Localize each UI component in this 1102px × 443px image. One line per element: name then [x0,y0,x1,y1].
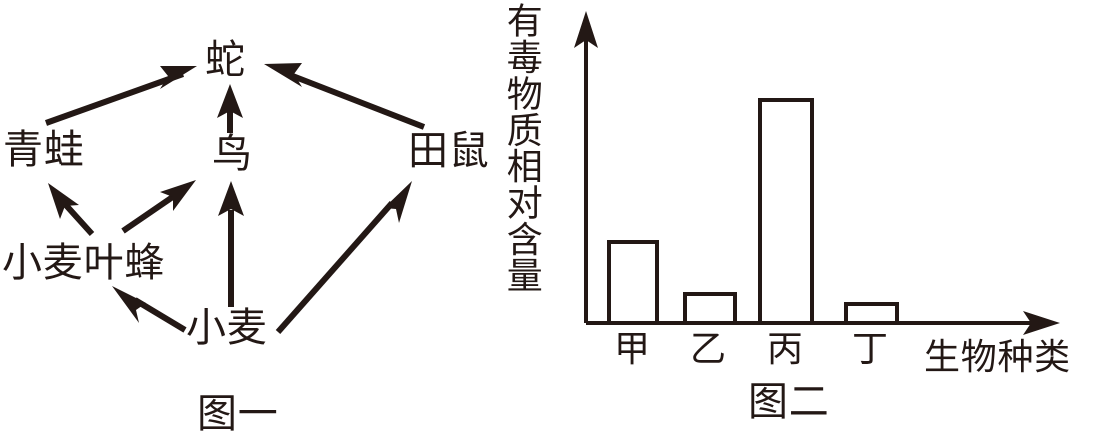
food-web-panel: 蛇 青蛙 鸟 田鼠 小麦叶蜂 小麦 图一 [0,0,520,443]
chart-x-axis-title: 生物种类 [924,337,1071,378]
arrow-bird-to-snake [217,84,243,133]
food-web-node-wheat-sawfly: 小麦叶蜂 [2,240,166,286]
chart-y-axis [574,11,598,323]
bar-chart-plot [574,11,1060,335]
chart-y-axis-title: 有毒物质相对含量 [500,2,542,293]
food-web-node-bird: 鸟 [212,131,253,177]
food-web-node-vole: 田鼠 [408,128,490,174]
chart-tick-label-bing: 丙 [767,329,804,370]
arrow-frog-to-snake [44,66,197,126]
chart-tick-label-yi: 乙 [690,329,727,370]
bar-chart-panel: 有毒物质相对含量 甲 乙 丙 丁 生物种类 图二 [490,0,1102,443]
bar-yi [683,292,737,325]
food-web-node-frog: 青蛙 [3,127,85,173]
arrow-vole-to-snake [264,63,426,130]
food-web-caption: 图一 [197,391,279,437]
food-web-node-wheat: 小麦 [186,305,268,351]
chart-tick-label-jia: 甲 [614,329,651,370]
bar-jia [607,240,659,325]
chart-tick-label-ding: 丁 [852,329,889,370]
food-web-arrows [44,63,426,334]
arrow-sawfly-to-bird [121,180,196,234]
arrow-wheat-to-bird [218,181,244,307]
arrow-wheat-to-sawfly [112,286,187,333]
food-web-node-snake: 蛇 [205,37,246,83]
arrow-wheat-to-vole [275,181,412,334]
arrow-sawfly-to-frog [48,183,95,237]
bar-bing [758,98,814,325]
bar-chart-caption: 图二 [748,379,830,425]
bar-ding [844,302,899,325]
